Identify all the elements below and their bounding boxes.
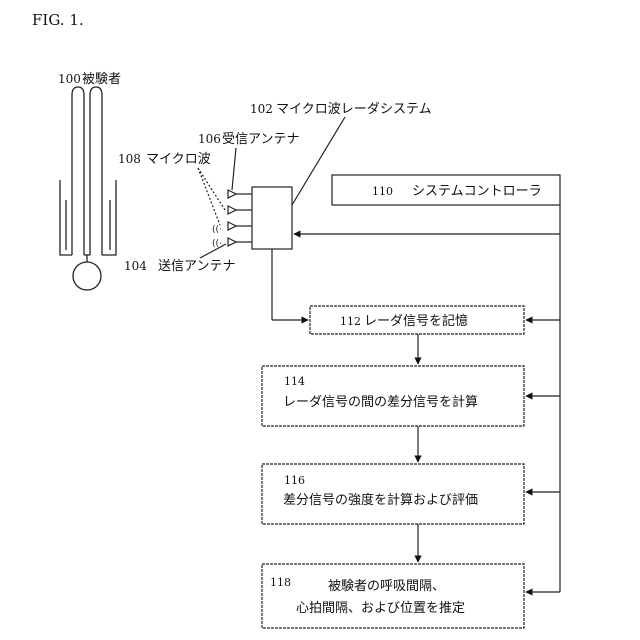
step-118-line2: 心拍間隔、および位置を推定 bbox=[296, 601, 465, 616]
step-118-ref: 118 bbox=[270, 576, 291, 589]
radar-to-step112 bbox=[272, 249, 308, 320]
system-controller-box: 110 システムコントローラ bbox=[332, 175, 560, 205]
step-116-ref: 116 bbox=[284, 474, 305, 487]
subject-label: 被験者 bbox=[82, 72, 121, 87]
subject-ref: 100 bbox=[58, 72, 81, 86]
transmit-antenna-label: 送信アンテナ bbox=[158, 259, 235, 274]
step-112-box: 112 レーダ信号を記憶 bbox=[310, 306, 524, 334]
step-114-ref: 114 bbox=[284, 375, 305, 388]
step-114-box: 114 レーダ信号の間の差分信号を計算 bbox=[262, 366, 524, 426]
subject-figure bbox=[60, 87, 116, 290]
step-114-text: レーダ信号の間の差分信号を計算 bbox=[283, 394, 478, 410]
radar-system-label: マイクロ波レーダシステム bbox=[276, 102, 432, 117]
svg-text:((·: ((· bbox=[212, 225, 222, 235]
microwave-ref: 108 bbox=[118, 152, 141, 166]
step-112-text: レーダ信号を記憶 bbox=[364, 313, 468, 329]
transmit-antenna-ref: 104 bbox=[124, 259, 147, 273]
step-116-box: 116 差分信号の強度を計算および評価 bbox=[262, 464, 524, 524]
step-112-ref: 112 bbox=[340, 315, 361, 328]
figure-title: FIG. 1. bbox=[32, 11, 84, 29]
step-118-box: 118 被験者の呼吸間隔、 心拍間隔、および位置を推定 bbox=[262, 564, 524, 628]
step-116-text: 差分信号の強度を計算および評価 bbox=[283, 492, 478, 508]
step-118-line1: 被験者の呼吸間隔、 bbox=[328, 579, 445, 594]
controller-label: システムコントローラ bbox=[412, 184, 542, 199]
controller-ref: 110 bbox=[372, 185, 393, 198]
radar-system-ref: 102 bbox=[250, 102, 273, 116]
microwave-label: マイクロ波 bbox=[146, 152, 211, 167]
receive-antenna-label: 受信アンテナ bbox=[222, 132, 299, 147]
receive-antenna-ref: 106 bbox=[198, 132, 221, 146]
